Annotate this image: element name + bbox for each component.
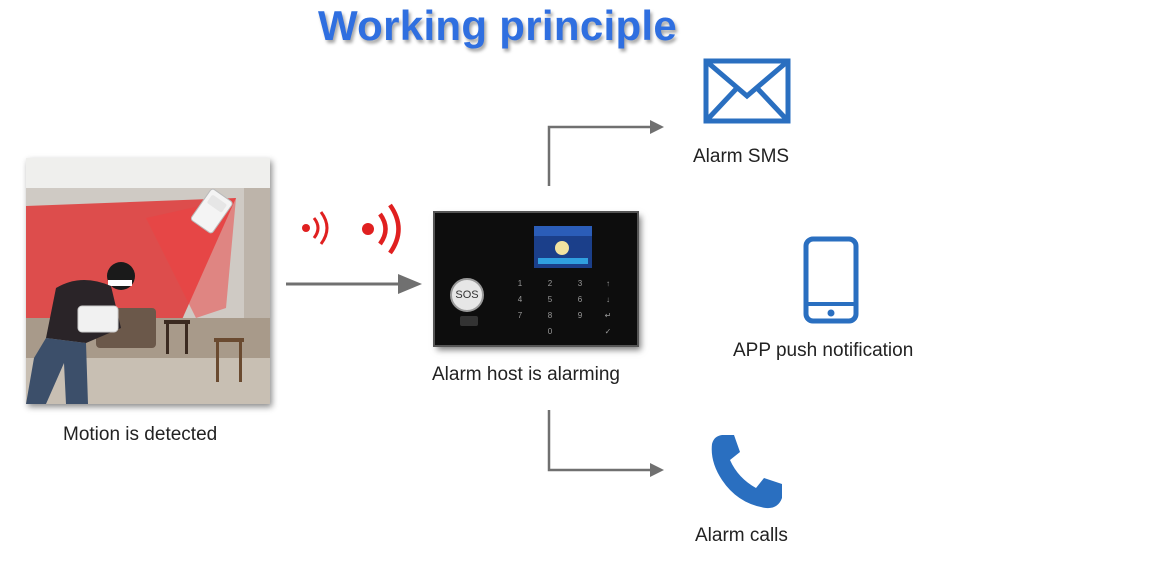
app-push-label: APP push notification xyxy=(733,340,914,361)
keypad-key: ↑ xyxy=(606,279,610,288)
arrow-to-host xyxy=(286,274,422,294)
smartphone-icon xyxy=(803,236,859,324)
sos-button: SOS xyxy=(450,278,484,312)
keypad-key: 5 xyxy=(548,295,553,304)
diagram-title: Working principle xyxy=(318,2,678,49)
connector-to-sms xyxy=(547,120,664,186)
alarm-sms-label: Alarm SMS xyxy=(693,146,790,167)
keypad-key: ↵ xyxy=(605,311,612,320)
keypad-key: 7 xyxy=(518,311,523,320)
wireless-signal-large-icon xyxy=(362,203,401,255)
alarm-host-label: Alarm host is alarming xyxy=(432,364,620,385)
keypad-key: 8 xyxy=(548,311,553,320)
keypad-key: 3 xyxy=(578,279,583,288)
motion-detected-label: Motion is detected xyxy=(63,424,218,445)
motion-scene-illustration xyxy=(26,158,270,404)
wireless-signal-small-icon xyxy=(302,211,329,245)
keypad-key: 0 xyxy=(548,327,553,336)
keypad: 1 2 3 ↑ 4 5 6 ↓ 7 8 9 ↵ 0 ✓ xyxy=(518,279,612,336)
alarm-host-device: 1 2 3 ↑ 4 5 6 ↓ 7 8 9 ↵ 0 ✓ SOS xyxy=(433,211,639,347)
connector-to-calls xyxy=(547,410,664,477)
keypad-key: 4 xyxy=(518,295,523,304)
envelope-icon xyxy=(703,58,791,124)
keypad-key: 6 xyxy=(578,295,583,304)
keypad-key: ↓ xyxy=(606,295,610,304)
keypad-key: 9 xyxy=(578,311,583,320)
keypad-key: ✓ xyxy=(605,327,612,336)
sos-label: SOS xyxy=(455,289,479,301)
phone-handset-icon xyxy=(711,435,782,509)
keypad-key: 2 xyxy=(548,279,553,288)
alarm-calls-label: Alarm calls xyxy=(695,525,788,546)
keypad-key: 1 xyxy=(518,279,523,288)
